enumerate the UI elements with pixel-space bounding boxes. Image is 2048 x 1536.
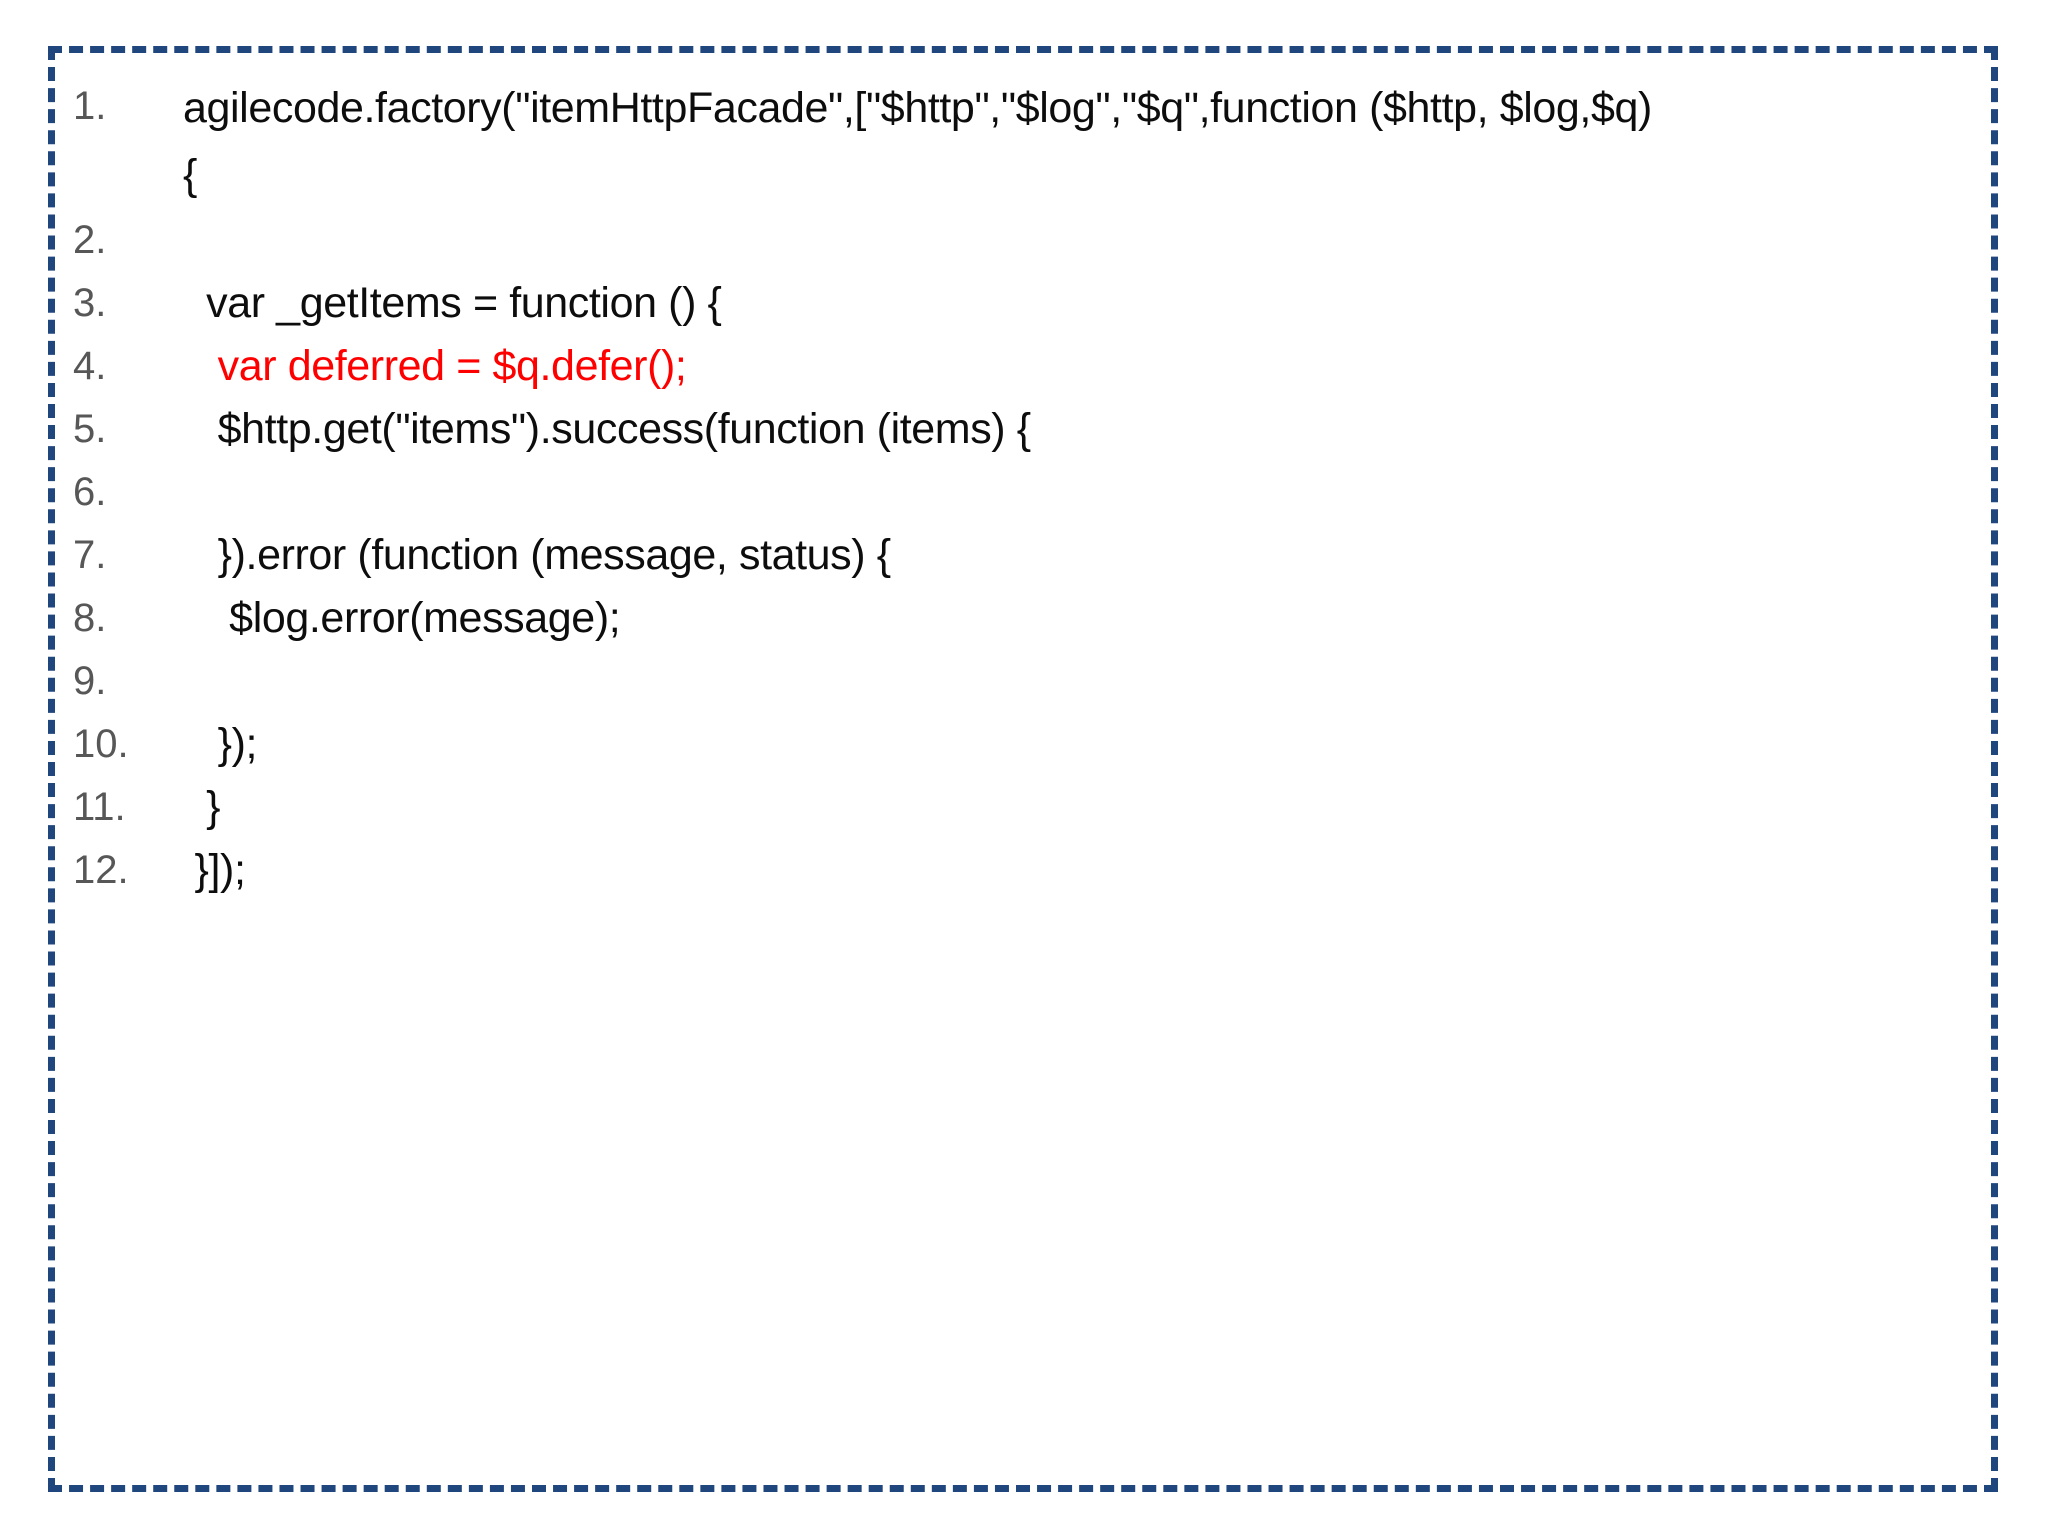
line-number: 8. [73,596,107,640]
code-listing: 1. agilecode.factory("itemHttpFacade",["$… [55,53,1991,902]
line-number: 10. [73,722,129,766]
line-number: 3. [73,281,107,325]
line-code: var deferred = $q.defer(); [183,342,687,390]
line-number: 9. [73,659,107,703]
code-line: 3. var _getItems = function () { [55,272,1991,335]
line-number: 5. [73,407,107,451]
line-number: 11. [73,785,126,829]
line-number: 4. [73,344,107,388]
code-line: 12. }]); [55,839,1991,902]
code-block-frame: 1. agilecode.factory("itemHttpFacade",["$… [48,46,1998,1492]
code-line: 6. [55,461,1991,524]
code-line: 4. var deferred = $q.defer(); [55,335,1991,398]
line-code: $http.get("items").success(function (ite… [183,405,1032,453]
code-line: 7. }).error (function (message, status) … [55,524,1991,587]
code-line: 2. [55,209,1991,272]
line-number: 1. [73,84,107,128]
line-number: 12. [73,848,129,892]
code-line: 11. } [55,776,1991,839]
code-line: 10. }); [55,713,1991,776]
code-line: 8. $log.error(message); [55,587,1991,650]
code-line: 1. agilecode.factory("itemHttpFacade",["$… [55,75,1991,209]
line-number: 2. [73,218,107,262]
code-line: 9. [55,650,1991,713]
line-code: }).error (function (message, status) { [183,531,891,579]
line-code: }]); [183,846,246,894]
code-line: 5. $http.get("items").success(function (… [55,398,1991,461]
line-number: 6. [73,470,107,514]
line-code: } [183,783,221,831]
line-number: 7. [73,533,107,577]
line-code: $log.error(message); [183,594,621,642]
line-code: }); [183,720,258,768]
line-code: agilecode.factory("itemHttpFacade",["$ht… [183,84,1652,199]
line-code: var _getItems = function () { [183,279,722,327]
